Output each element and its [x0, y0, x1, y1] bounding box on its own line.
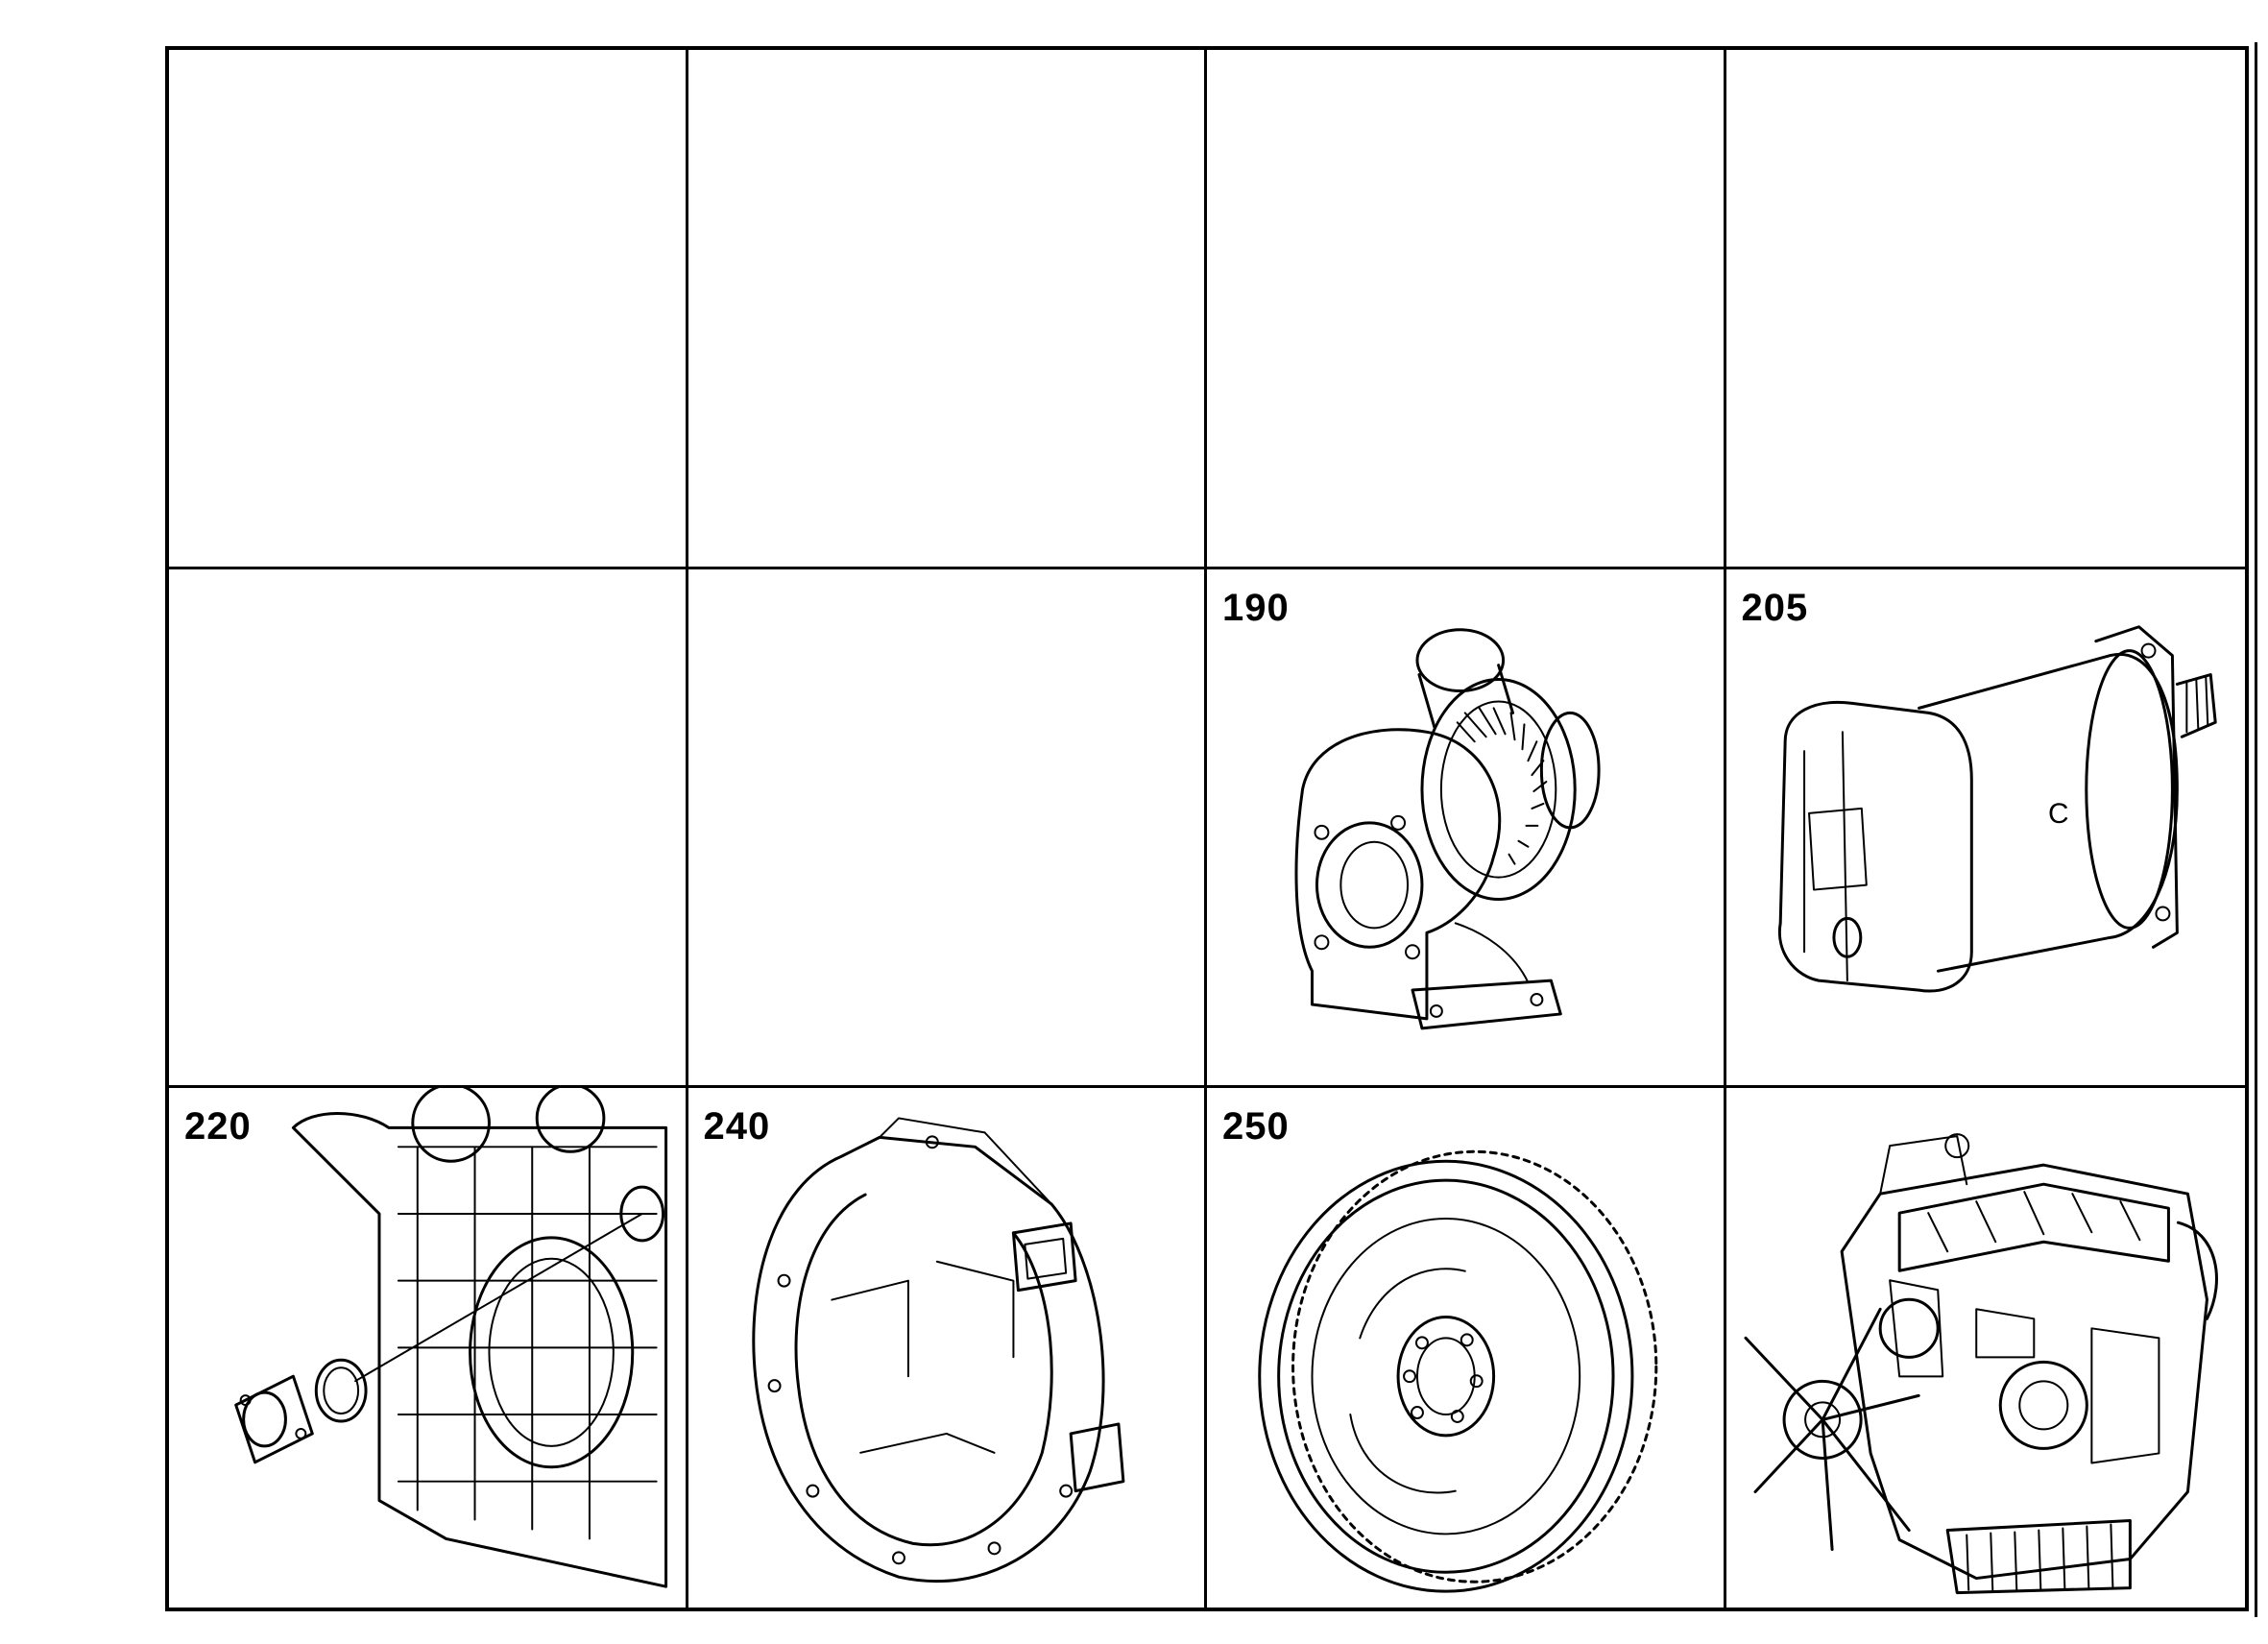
cell-group-190[interactable]: 190 [1207, 568, 1726, 1089]
group-number-label: 205 [1741, 586, 1809, 629]
group-number-label: 190 [1222, 586, 1290, 629]
engine-assembly-illustration [1744, 1133, 2218, 1595]
cell-empty-2 [688, 50, 1207, 569]
crankshaft-seal-cover-illustration [234, 1088, 668, 1588]
cell-engine-assembly[interactable] [1725, 1088, 2245, 1608]
flywheel-ring-gear-illustration [1258, 1150, 1658, 1593]
cell-group-205[interactable]: 205 C [1725, 568, 2245, 1089]
cell-group-220[interactable]: 220 [169, 1088, 688, 1608]
flywheel-housing-illustration [751, 1117, 1124, 1584]
group-number-label: 240 [703, 1105, 771, 1148]
cell-group-250[interactable]: 250 [1207, 1088, 1726, 1608]
group-number-label: 220 [184, 1105, 252, 1148]
group-number-label: 250 [1222, 1105, 1290, 1148]
cell-empty-3 [1207, 50, 1726, 569]
cell-empty-6 [688, 568, 1207, 1089]
cell-empty-4 [1725, 50, 2245, 569]
cell-group-240[interactable]: 240 [688, 1088, 1207, 1608]
turbocharger-illustration [1294, 627, 1601, 1030]
starter-motor-illustration: C [1777, 624, 2217, 993]
parts-index-sheet: 190 205 [165, 46, 2249, 1611]
cell-empty-5 [169, 568, 688, 1089]
page-edge-line [2255, 42, 2257, 1617]
svg-text:C: C [2047, 798, 2068, 830]
cell-empty-1 [169, 50, 688, 569]
